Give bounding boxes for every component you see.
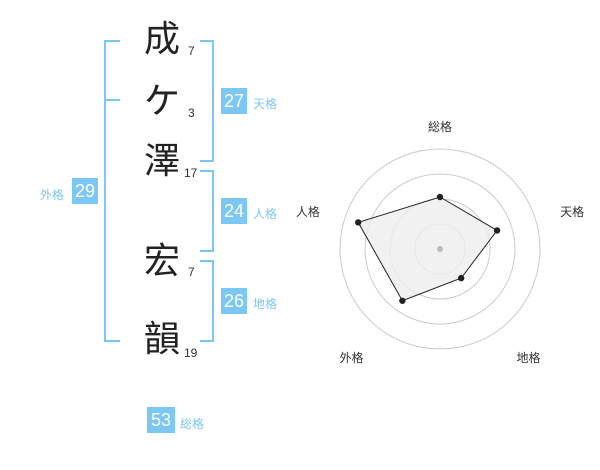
- gaikaku-bracket: [104, 40, 120, 342]
- radar-axis-label-4: 外格: [339, 350, 363, 365]
- radar-axis-label-5: 人格: [296, 204, 320, 219]
- tenkaku-label: 天格: [253, 97, 278, 111]
- soukaku-label: 総格: [180, 417, 205, 431]
- radar-axis-label-3: 地格: [517, 350, 541, 365]
- name-char-1: 成: [144, 19, 181, 60]
- stroke-count-4: 7: [188, 265, 195, 279]
- stroke-count-2: 3: [188, 106, 195, 120]
- jinkaku-value: 24: [221, 198, 247, 224]
- gaikaku-label: 外格: [40, 188, 65, 202]
- radar-point-4: [399, 297, 406, 304]
- radar-point-1: [436, 193, 444, 201]
- radar-ring-3: [364, 173, 516, 325]
- gaikaku-bracket-tick: [104, 99, 120, 101]
- chikaku-bracket: [200, 260, 214, 342]
- name-char-3: 澤: [144, 141, 181, 182]
- gaikaku-value: 29: [72, 178, 98, 204]
- chikaku-value: 26: [221, 288, 247, 314]
- radar-center: [437, 246, 443, 252]
- soukaku-value: 53: [147, 407, 175, 433]
- jinkaku-label: 人格: [253, 207, 278, 221]
- stroke-count-3: 17: [184, 166, 198, 180]
- tenkaku-value: 27: [221, 88, 247, 114]
- chikaku-label: 地格: [253, 297, 278, 311]
- radar-point-3: [457, 274, 465, 282]
- name-char-4: 宏: [144, 241, 181, 282]
- jinkaku-bracket: [200, 170, 214, 252]
- radar-point-5: [355, 219, 362, 226]
- radar-axis-label-2: 天格: [560, 204, 584, 219]
- radar-polygon: [357, 196, 498, 302]
- tenkaku-bracket: [200, 40, 214, 162]
- radar-axis-label-1: 総格: [428, 119, 452, 134]
- radar-point-2: [493, 227, 501, 234]
- stroke-count-1: 7: [188, 44, 195, 58]
- name-char-2: ケ: [144, 81, 181, 122]
- name-char-5: 韻: [144, 319, 181, 360]
- stroke-count-5: 19: [184, 346, 198, 360]
- radar-ring-4: [339, 148, 541, 350]
